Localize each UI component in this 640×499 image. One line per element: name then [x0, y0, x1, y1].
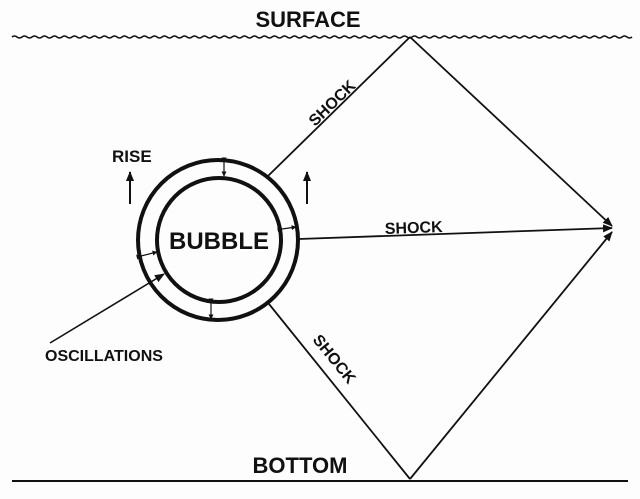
shock-middle-path — [298, 224, 613, 240]
bubble-outer-circle — [136, 158, 300, 322]
oscillations-label: OSCILLATIONS — [45, 348, 163, 365]
shock-lower-label: SHOCK — [309, 332, 359, 388]
surface-label: SURFACE — [255, 7, 360, 32]
oscillation-arrows — [136, 157, 297, 320]
shock-bottom-reflection — [409, 231, 613, 480]
surface-line — [11, 35, 633, 39]
rise-label: RISE — [112, 147, 152, 166]
bubble-label: BUBBLE — [169, 228, 269, 255]
bottom-label: BOTTOM — [253, 453, 348, 478]
bubble-inner-circle — [155, 176, 283, 304]
shock-surface-reflection — [409, 36, 613, 227]
shock-upper-path — [267, 36, 411, 177]
shock-middle-label: SHOCK — [385, 219, 444, 238]
shock-lower-path — [268, 303, 411, 480]
shock-upper-label: SHOCK — [306, 77, 360, 130]
oscillations-pointer-arrow — [49, 273, 165, 344]
